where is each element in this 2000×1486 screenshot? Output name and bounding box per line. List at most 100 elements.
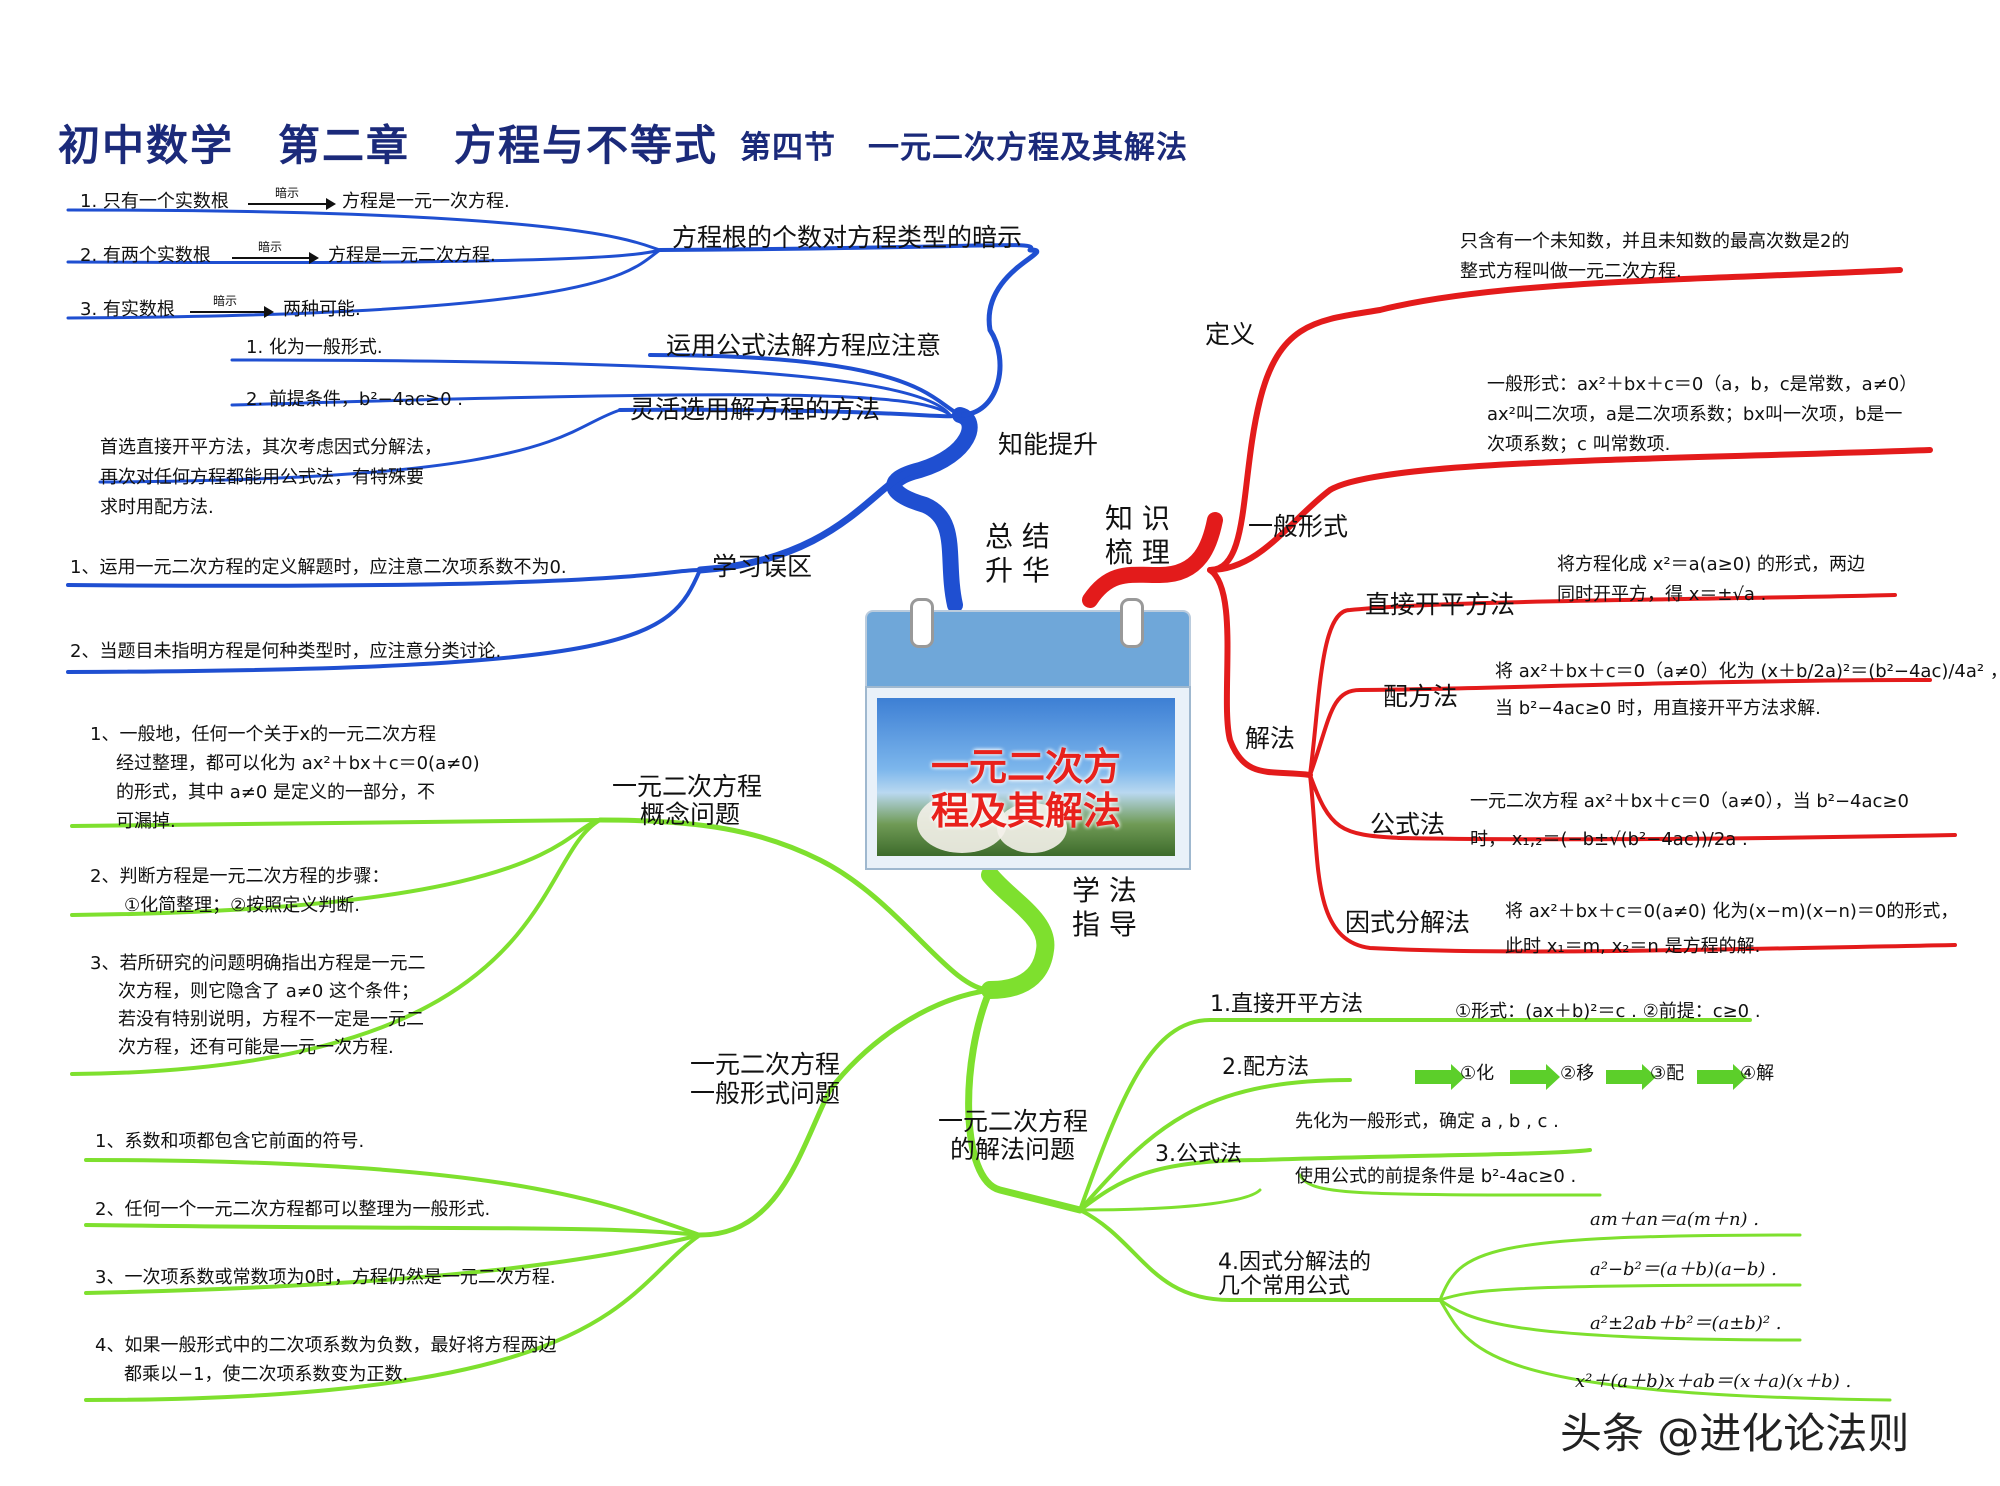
concept-item-1-line-1: 1、一般地，任何一个关于x的一元二次方程: [90, 724, 437, 745]
s4-item-3: a²±2ab＋b²＝(a±b)² .: [1590, 1313, 1782, 1334]
general-form-node: 一般形式: [1248, 512, 1349, 541]
s1-text: ①形式：(ax＋b)²＝c . ②前提：c≥0 .: [1455, 1001, 1761, 1022]
hint-item-3-right: 两种可能.: [283, 299, 361, 320]
general-form-problem-node-line1: 一元二次方程: [690, 1050, 841, 1079]
blue-branches: [66, 208, 1040, 674]
s4-item-1: am＋an＝a(m＋n) .: [1590, 1209, 1760, 1230]
mistake-node: 学习误区: [712, 552, 813, 581]
hub-blue-line2: 升 华: [985, 554, 1050, 587]
direct-root-node: 直接开平方法: [1365, 590, 1516, 619]
hint-node: 方程根的个数对方程类型的暗示: [672, 223, 1023, 252]
hint-item-3-arrow-label: 暗示: [213, 294, 238, 308]
quadratic-formula-line-1: 一元二次方程 ax²＋bx＋c＝0（a≠0），当 b²−4ac≥0: [1470, 791, 1909, 812]
page-title: 初中数学 第二章 方程与不等式: [58, 121, 719, 170]
s2-node: 2.配方法: [1222, 1055, 1309, 1080]
factorization-line-2: 此时 x₁＝m, x₂＝n 是方程的解.: [1505, 936, 1761, 957]
flower-shape: [997, 803, 1067, 853]
definition-node: 定义: [1205, 320, 1256, 349]
completing-square-line-1: 将 ax²＋bx＋c＝0（a≠0）化为 (x＋b/2a)²＝(b²−4ac)/4…: [1495, 661, 2000, 682]
solution-methods-node: 解法: [1245, 724, 1296, 753]
flexible-method-line-1: 首选直接开平方法，其次考虑因式分解法，: [100, 437, 442, 458]
hub-green-line1: 学 法: [1072, 874, 1137, 907]
s3-item-1: 先化为一般形式，确定 a , b , c .: [1295, 1111, 1559, 1132]
s2-step-2: ②移: [1560, 1063, 1595, 1084]
concept-item-3-line-2: 次方程，则它隐含了 a≠0 这个条件；: [118, 981, 420, 1002]
flexible-method-line-3: 求时用配方法.: [100, 497, 214, 518]
general-form-problem-item-1: 1、系数和项都包含它前面的符号.: [95, 1131, 365, 1152]
general-form-problem-item-3: 3、一次项系数或常数项为0时，方程仍然是一元二次方程.: [95, 1267, 556, 1288]
general-form-line-2: ax²叫二次项，a是二次项系数；bx叫一次项，b是一: [1487, 404, 1903, 425]
section-title: 第四节 一元二次方程及其解法: [740, 130, 1188, 166]
calendar-ring-left: [910, 598, 934, 648]
quadratic-formula-node: 公式法: [1370, 810, 1446, 839]
concept-node-line2: 概念问题: [640, 800, 741, 829]
factorization-node: 因式分解法: [1345, 908, 1471, 937]
flexible-method-line-2: 再次对任何方程都能用公式法，有特殊要: [100, 467, 424, 488]
watermark: 头条 @进化论法则: [1560, 1409, 1910, 1458]
step-arrow-icon: [1697, 1064, 1747, 1090]
formula-caution-item-1: 1. 化为一般形式.: [246, 337, 383, 358]
general-form-problem-item-4-line-1: 4、如果一般形式中的二次项系数为负数，最好将方程两边: [95, 1335, 557, 1356]
concept-item-1-line-4: 可漏掉.: [116, 811, 176, 832]
factorization-line-1: 将 ax²＋bx＋c＝0(a≠0) 化为(x−m)(x−n)＝0的形式，: [1505, 901, 1959, 922]
concept-item-1-line-3: 的形式，其中 a≠0 是定义的一部分，不: [116, 782, 436, 803]
formula-caution-node: 运用公式法解方程应注意: [666, 331, 942, 360]
s3-item-2: 使用公式的前提条件是 b²-4ac≥0 .: [1295, 1166, 1577, 1187]
general-form-problem-node-line2: 一般形式问题: [690, 1079, 841, 1108]
completing-square-node: 配方法: [1383, 682, 1459, 711]
calendar-picture: 一元二次方 程及其解法: [877, 698, 1175, 856]
arrow-icon: [248, 198, 336, 210]
s4-node-line1: 4.因式分解法的: [1218, 1250, 1371, 1275]
concept-item-3-line-1: 3、若所研究的问题明确指出方程是一元二: [90, 953, 426, 974]
general-form-problem-item-2: 2、任何一个一元二次方程都可以整理为一般形式.: [95, 1199, 491, 1220]
arrow-icon: [232, 252, 319, 264]
step-arrow-icon: [1606, 1064, 1656, 1090]
red-branches: [1082, 267, 1957, 954]
s2-step-3: ③配: [1650, 1063, 1685, 1084]
center-title-line2: 程及其解法: [930, 789, 1121, 833]
concept-item-2-line-2: ①化简整理；②按照定义判断.: [124, 895, 360, 916]
calendar-ring-right: [1120, 598, 1144, 648]
definition-line-1: 只含有一个未知数，并且未知数的最高次数是2的: [1460, 231, 1850, 252]
hint-item-2-right: 方程是一元二次方程.: [328, 245, 496, 266]
step-arrow-icon: [1415, 1064, 1465, 1090]
concept-item-1-line-2: 经过整理，都可以化为 ax²＋bx＋c＝0(a≠0): [116, 753, 480, 774]
direct-root-line-1: 将方程化成 x²＝a(a≥0) 的形式，两边: [1557, 554, 1865, 575]
general-form-problem-item-4-line-2: 都乘以−1，使二次项系数变为正数.: [124, 1364, 409, 1385]
hint-item-2-left: 2. 有两个实数根: [80, 245, 211, 266]
flexible-method-node: 灵活选用解方程的方法: [630, 395, 881, 424]
hub-red-line1: 知 识: [1105, 502, 1170, 535]
s4-item-4: x²＋(a＋b)x＋ab＝(x＋a)(x＋b) .: [1575, 1371, 1852, 1392]
s4-item-2: a²−b²＝(a＋b)(a−b) .: [1590, 1259, 1777, 1280]
mistake-item-1: 1、运用一元二次方程的定义解题时，应注意二次项系数不为0.: [70, 557, 567, 578]
concept-item-3-line-4: 次方程，还有可能是一元一次方程.: [118, 1037, 394, 1058]
hub-blue-line1: 总 结: [985, 520, 1050, 553]
general-form-line-3: 次项系数；c 叫常数项.: [1487, 434, 1671, 455]
quadratic-formula-line-2: 时， x₁,₂＝(−b±√(b²−4ac))/2a .: [1470, 829, 1748, 850]
solution-problem-node-line1: 一元二次方程: [938, 1107, 1089, 1136]
hint-item-3-left: 3. 有实数根: [80, 299, 175, 320]
hint-item-1-left: 1. 只有一个实数根: [80, 191, 229, 212]
definition-line-2: 整式方程叫做一元二次方程.: [1460, 261, 1682, 282]
general-form-line-1: 一般形式：ax²＋bx＋c＝0（a，b，c是常数，a≠0）: [1487, 374, 1918, 395]
hint-item-1-arrow-label: 暗示: [275, 186, 300, 200]
solution-problem-node-line2: 的解法问题: [950, 1135, 1076, 1164]
s3-node: 3.公式法: [1155, 1142, 1242, 1167]
hint-item-1-right: 方程是一元一次方程.: [342, 191, 510, 212]
s1-node: 1.直接开平方法: [1210, 992, 1363, 1017]
concept-node-line1: 一元二次方程: [612, 772, 763, 801]
green-branches: [70, 817, 1892, 1402]
completing-square-line-2: 当 b²−4ac≥0 时，用直接开平方法求解.: [1495, 698, 1821, 719]
blue-topic-node: 知能提升: [998, 430, 1099, 459]
center-title-line1: 一元二次方: [930, 745, 1121, 789]
concept-item-2-line-1: 2、判断方程是一元二次方程的步骤：: [90, 866, 390, 887]
s4-node-line2: 几个常用公式: [1218, 1274, 1351, 1299]
mistake-item-2: 2、当题目未指明方程是何种类型时，应注意分类讨论.: [70, 641, 502, 662]
hint-item-2-arrow-label: 暗示: [258, 240, 283, 254]
concept-item-3-line-3: 若没有特别说明，方程不一定是一元二: [118, 1009, 424, 1030]
hub-green-line2: 指 导: [1072, 908, 1137, 941]
hub-red-line2: 梳 理: [1105, 536, 1170, 569]
center-calendar: 一元二次方 程及其解法: [865, 598, 1191, 870]
direct-root-line-2: 同时开平方，得 x＝±√a .: [1557, 584, 1767, 605]
